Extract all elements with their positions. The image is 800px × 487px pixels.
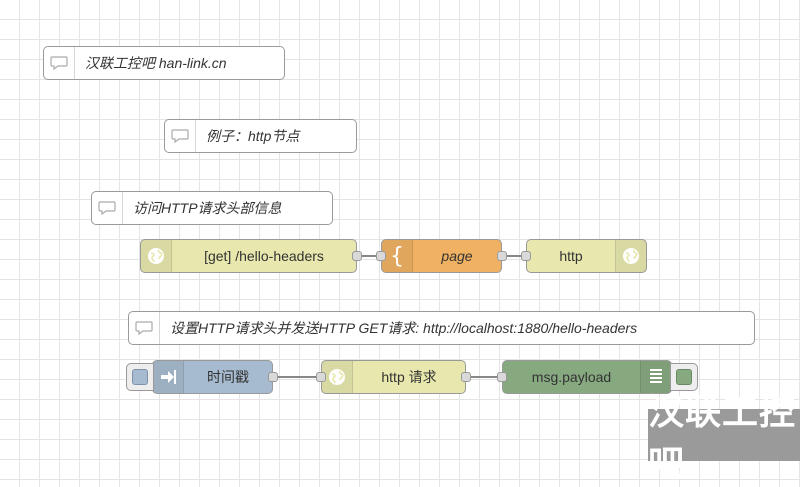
globe-icon (322, 361, 353, 393)
globe-icon (615, 240, 646, 272)
curly-brace-icon: { (382, 240, 413, 272)
speech-bubble-icon (92, 192, 123, 224)
http-request-node[interactable]: http 请求 (316, 360, 471, 394)
output-port[interactable] (461, 372, 471, 382)
comment-label: 设置HTTP请求头并发送HTTP GET请求: http://localhost… (170, 320, 638, 336)
http-in-node[interactable]: [get] /hello-headers (140, 239, 362, 273)
input-port[interactable] (521, 251, 531, 261)
speech-bubble-icon (129, 312, 160, 344)
speech-bubble-icon (165, 120, 196, 152)
template-node[interactable]: { page (376, 239, 507, 273)
arrow-in-icon (153, 361, 184, 393)
inject-node[interactable]: 时间戳 (126, 360, 278, 394)
input-port[interactable] (316, 372, 326, 382)
globe-icon (141, 240, 172, 272)
debug-node[interactable]: msg.payload (497, 360, 698, 394)
comment-label: 访问HTTP请求头部信息 (133, 200, 282, 216)
wire-inject-httprequest (277, 376, 319, 378)
watermark-logo: 汉联工控吧 (648, 392, 800, 485)
list-lines-icon (640, 361, 671, 393)
wire-httpin-template (361, 255, 377, 257)
http-in-label: [get] /hello-headers (204, 248, 324, 264)
comment-label: 汉联工控吧 han-link.cn (85, 55, 227, 71)
comment-label: 例子：http节点 (206, 128, 300, 144)
comment-node-example[interactable]: 例子：http节点 (164, 119, 357, 153)
comment-node-hanlink[interactable]: 汉联工控吧 han-link.cn (43, 46, 285, 80)
output-port[interactable] (352, 251, 362, 261)
http-response-label: http (559, 248, 583, 264)
debug-toggle-button[interactable] (670, 363, 698, 391)
speech-bubble-icon (44, 47, 75, 79)
template-label: page (441, 248, 473, 264)
input-port[interactable] (497, 372, 507, 382)
http-response-node[interactable]: http (521, 239, 647, 273)
output-port[interactable] (497, 251, 507, 261)
comment-node-request[interactable]: 设置HTTP请求头并发送HTTP GET请求: http://localhost… (128, 311, 755, 345)
output-port[interactable] (268, 372, 278, 382)
inject-trigger-button[interactable] (126, 363, 154, 391)
wire-httprequest-debug (470, 376, 500, 378)
inject-label: 时间戳 (207, 369, 249, 385)
wire-template-httpresponse (506, 255, 522, 257)
input-port[interactable] (376, 251, 386, 261)
comment-node-headers[interactable]: 访问HTTP请求头部信息 (91, 191, 333, 225)
http-request-label: http 请求 (381, 369, 437, 385)
debug-label: msg.payload (531, 369, 612, 385)
